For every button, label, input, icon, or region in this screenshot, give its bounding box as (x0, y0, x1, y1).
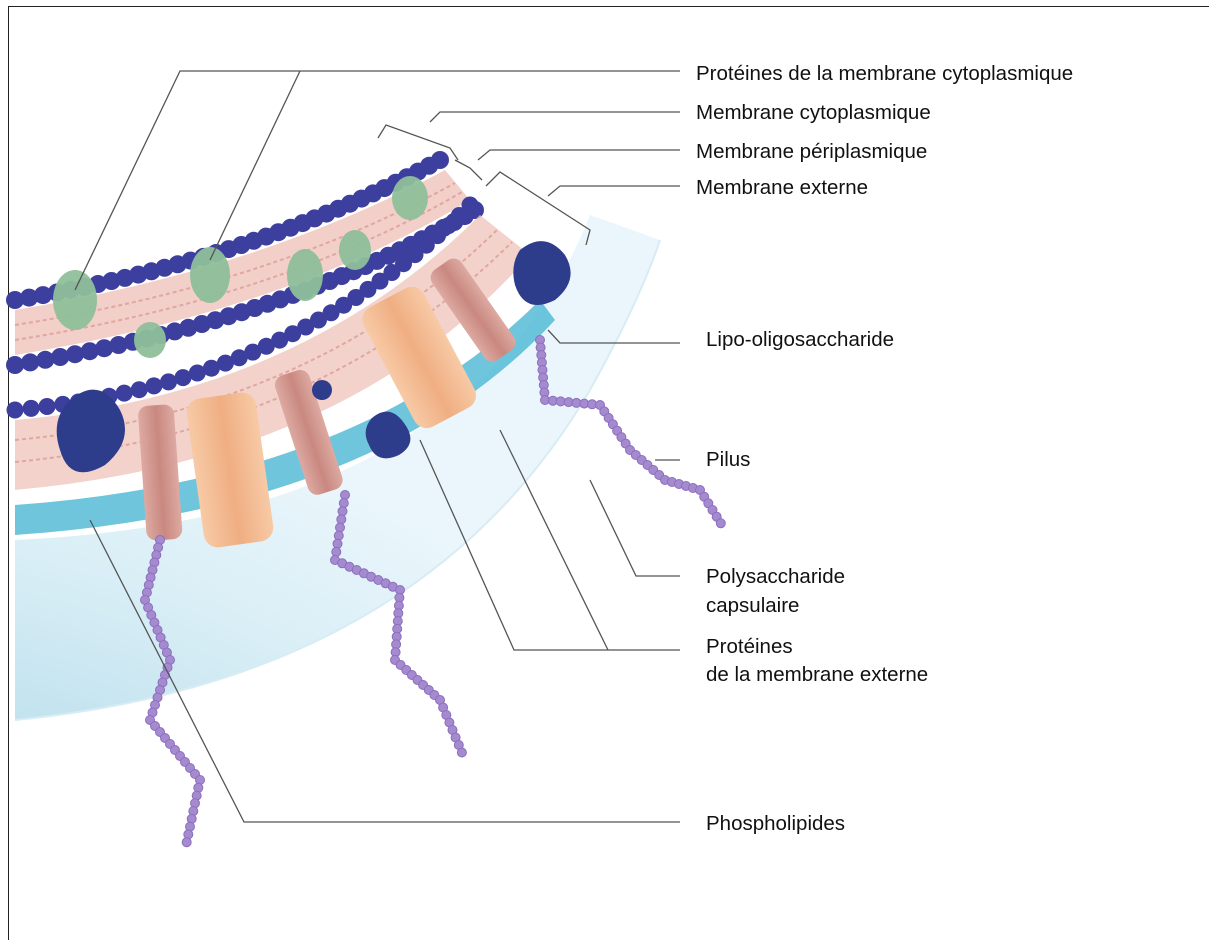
pilus-bead (336, 523, 345, 532)
phospholipid-head (131, 381, 148, 398)
phospholipid-head (39, 398, 56, 415)
pilus-bead (337, 515, 346, 524)
phospholipid-head (145, 377, 162, 394)
label-capsular-polysaccharide-1: Polysaccharide (706, 562, 845, 591)
label-outer-membrane-proteins-1: Protéines (706, 632, 793, 661)
phospholipid-head (23, 400, 40, 417)
pilus-bead (339, 499, 348, 508)
phospholipid-head (160, 373, 177, 390)
label-pilus: Pilus (706, 445, 750, 474)
pilus-bead (341, 491, 350, 500)
pilus-bead (334, 531, 343, 540)
leader-periplasmic (478, 150, 680, 160)
pilus-bead (457, 748, 466, 757)
phospholipid-head (21, 353, 39, 371)
phospholipid-head (6, 356, 24, 374)
leader-capsule (590, 480, 680, 576)
pilus-bead (716, 519, 725, 528)
pilus-bead (182, 838, 191, 847)
label-lipooligosaccharide: Lipo-oligosaccharide (706, 325, 894, 354)
phospholipid-head (116, 385, 133, 402)
label-periplasmic-membrane: Membrane périplasmique (696, 137, 927, 166)
phospholipid-head (7, 402, 24, 419)
pilus-bead (333, 539, 342, 548)
leader-outer-proteins-2 (500, 430, 608, 650)
label-outer-membrane-proteins-2: de la membrane externe (706, 660, 928, 689)
bracket-peri (455, 160, 482, 180)
label-phospholipids: Phospholipides (706, 809, 845, 838)
phospholipid-head (36, 351, 54, 369)
label-outer-membrane: Membrane externe (696, 173, 868, 202)
pilus-bead (338, 507, 347, 516)
leader-outer-membrane (548, 186, 680, 196)
label-capsular-polysaccharide-2: capsulaire (706, 591, 799, 620)
pilus-bead (332, 547, 341, 556)
phospholipid-head (431, 151, 449, 169)
label-cytoplasmic-membrane: Membrane cytoplasmique (696, 98, 931, 127)
leader-cyto-membrane (430, 112, 680, 122)
label-cytoplasmic-membrane-proteins: Protéines de la membrane cytoplasmique (696, 59, 1073, 88)
phospholipid-head (462, 197, 479, 214)
